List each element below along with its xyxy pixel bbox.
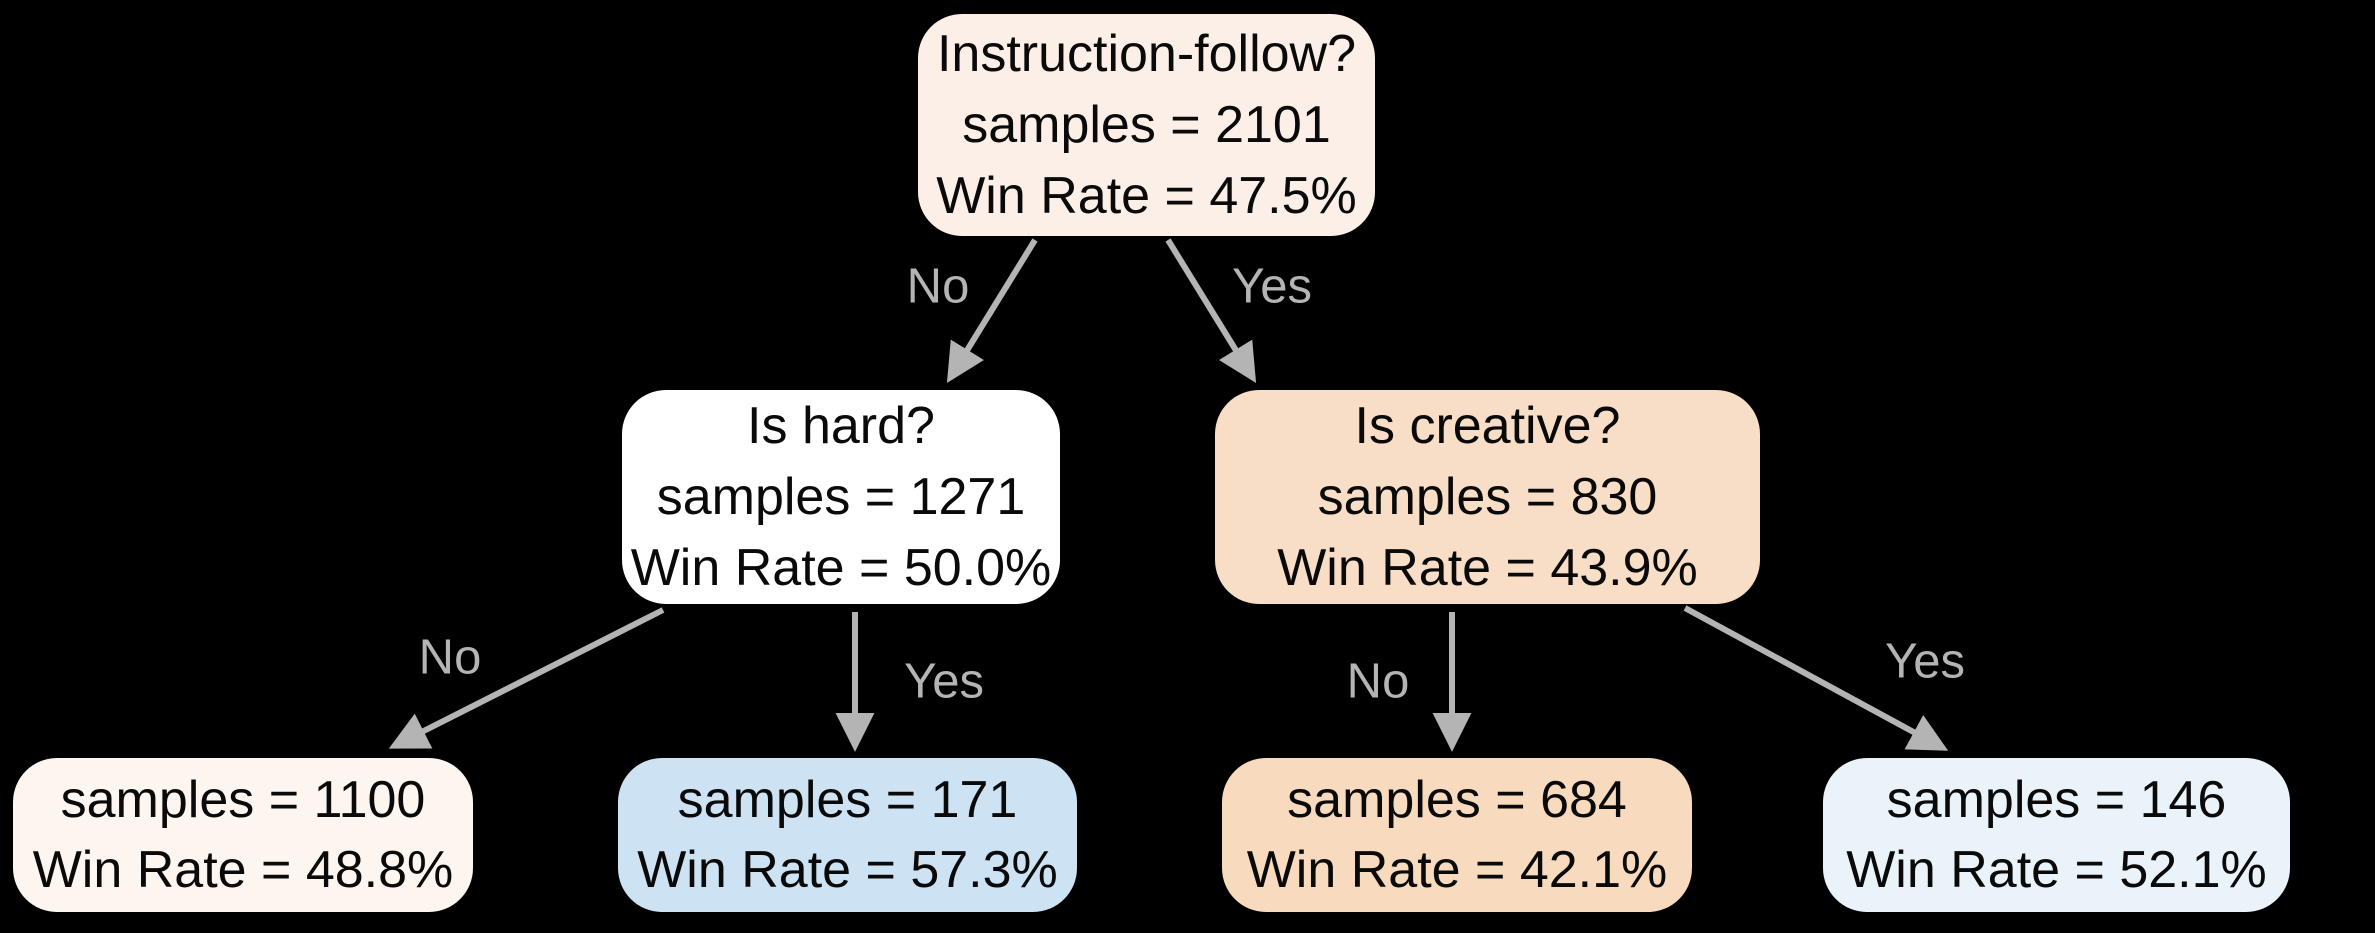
node-samples: samples = 1271 (656, 467, 1026, 526)
node-samples: samples = 830 (1317, 467, 1658, 526)
edge-label-is-creative-yes: Yes (1885, 634, 1965, 689)
node-win-rate: Win Rate = 52.1% (1846, 841, 2267, 899)
leaf-yes-no: samples = 684 Win Rate = 42.1% (1222, 758, 1692, 912)
node-win-rate: Win Rate = 50.0% (630, 538, 1052, 597)
node-win-rate: Win Rate = 57.3% (637, 841, 1058, 899)
edge-label-root-no: No (906, 259, 970, 314)
leaf-no-yes: samples = 171 Win Rate = 57.3% (618, 758, 1077, 912)
node-win-rate: Win Rate = 48.8% (32, 841, 454, 899)
node-question: Instruction-follow? (936, 24, 1357, 83)
edge-label-is-creative-no: No (1346, 654, 1410, 709)
edge-is-creative-yes-arrow (1683, 605, 1949, 751)
node-samples: samples = 171 (677, 771, 1018, 829)
edge-root-to-is-hard-arrow (946, 238, 1038, 383)
node-win-rate: Win Rate = 42.1% (1246, 841, 1668, 899)
node-instruction-follow: Instruction-follow? samples = 2101 Win R… (918, 14, 1375, 236)
node-samples: samples = 2101 (962, 95, 1331, 154)
edge-label-root-yes: Yes (1232, 259, 1312, 314)
node-question: Is hard? (747, 396, 935, 455)
edge-label-is-hard-yes: Yes (904, 654, 984, 709)
leaf-yes-yes: samples = 146 Win Rate = 52.1% (1823, 758, 2290, 912)
edge-root-to-is-creative-arrow (1165, 238, 1257, 383)
leaf-no-no: samples = 1100 Win Rate = 48.8% (13, 758, 473, 912)
node-win-rate: Win Rate = 47.5% (936, 166, 1357, 225)
node-samples: samples = 1100 (60, 771, 426, 829)
edge-label-is-hard-no: No (418, 630, 482, 685)
node-win-rate: Win Rate = 43.9% (1277, 538, 1698, 597)
edge-is-hard-no-arrow (388, 607, 665, 749)
node-samples: samples = 684 (1287, 771, 1627, 829)
node-question: Is creative? (1354, 396, 1621, 455)
node-is-creative: Is creative? samples = 830 Win Rate = 43… (1215, 390, 1760, 604)
node-samples: samples = 146 (1886, 771, 2227, 829)
node-is-hard: Is hard? samples = 1271 Win Rate = 50.0% (622, 390, 1060, 604)
